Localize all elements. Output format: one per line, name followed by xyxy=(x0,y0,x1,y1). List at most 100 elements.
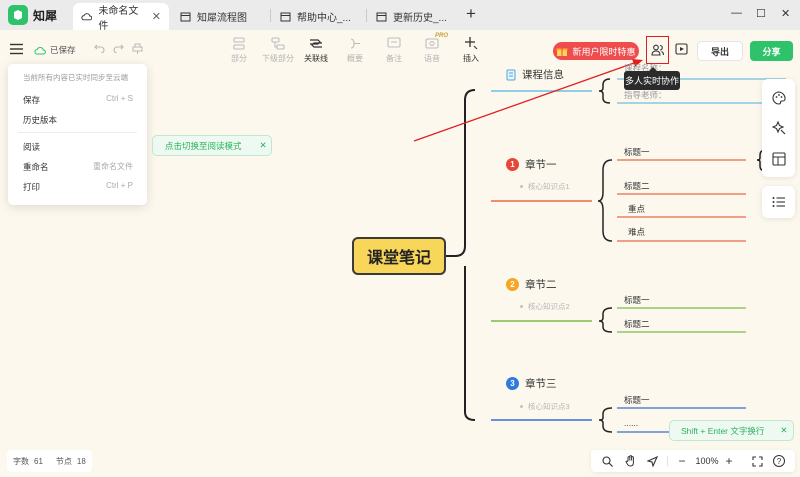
format-painter-icon[interactable] xyxy=(131,42,144,57)
search-icon[interactable] xyxy=(600,454,614,468)
central-topic[interactable]: 课堂笔记 xyxy=(352,237,446,275)
app-logo-icon xyxy=(8,5,28,25)
word-count-value: 61 xyxy=(34,456,43,466)
collaboration-icon xyxy=(651,44,664,56)
brand: 知犀 xyxy=(8,5,57,25)
redo-icon[interactable] xyxy=(113,43,124,56)
menu-icon[interactable] xyxy=(10,43,23,58)
help-button[interactable]: ? xyxy=(772,454,786,468)
cloud-check-icon xyxy=(34,46,46,54)
save-status: 已保存 xyxy=(34,44,76,56)
hand-icon[interactable] xyxy=(623,454,637,468)
layout-icon[interactable] xyxy=(770,150,787,167)
zoom-divider xyxy=(667,456,668,466)
subtopic-button[interactable]: 下级部分 xyxy=(262,37,294,64)
chapter-two-subtitle: 核心知识点2 xyxy=(520,301,570,312)
node-count-value: 18 xyxy=(76,456,86,466)
close-icon[interactable]: ✕ xyxy=(780,425,788,435)
outline-list-icon[interactable] xyxy=(770,193,787,210)
note-icon xyxy=(387,37,401,48)
chapter-two-topic[interactable]: 2 章节二 xyxy=(506,277,557,292)
zoom-level[interactable]: 100% xyxy=(695,456,719,466)
course-name-leaf[interactable]: 课程名称： xyxy=(624,63,667,73)
style-wand-icon[interactable] xyxy=(770,119,787,136)
zoom-in-button[interactable]: + xyxy=(725,454,733,468)
relation-line-button[interactable]: 关联线 xyxy=(300,37,332,64)
menu-item-print[interactable]: 打印 Ctrl + P xyxy=(23,181,133,192)
menu-item-save[interactable]: 保存 Ctrl + S xyxy=(23,94,133,105)
hint-text: Shift + Enter 文字换行 xyxy=(681,425,765,436)
cloud-icon xyxy=(81,13,93,21)
chapter-one-leaf[interactable]: 难点 xyxy=(628,227,646,237)
node-count-label: 节点 xyxy=(55,456,72,466)
document-icon xyxy=(180,12,191,21)
chapter-one-leaf[interactable]: 重点 xyxy=(628,204,646,214)
insert-icon xyxy=(465,37,478,50)
promo-button[interactable]: 新用户限时特惠 xyxy=(553,42,639,60)
chapter-one-leaf[interactable]: 标题二 xyxy=(624,181,650,191)
document-icon xyxy=(376,12,387,21)
menu-divider xyxy=(18,132,137,133)
close-icon[interactable]: ✕ xyxy=(259,140,267,150)
play-icon xyxy=(675,43,688,55)
maximize-button[interactable]: ☐ xyxy=(756,8,766,20)
tab-label: 帮助中心_... xyxy=(297,13,351,24)
chapter-label: 章节三 xyxy=(525,378,557,390)
tab-untitled-file[interactable]: 未命名文件 ✕ xyxy=(73,3,169,32)
chapter-three-leaf[interactable]: ...... xyxy=(624,418,639,428)
export-button[interactable]: 导出 xyxy=(697,41,743,61)
close-window-button[interactable]: ✕ xyxy=(781,8,791,20)
tab-label: 未命名文件 xyxy=(98,5,139,32)
right-tool-panel xyxy=(762,79,795,177)
topic-button[interactable]: 部分 xyxy=(223,37,255,64)
help-icon: ? xyxy=(773,455,785,467)
theme-palette-icon[interactable] xyxy=(770,89,787,106)
relation-line-icon xyxy=(310,39,322,48)
document-stats: 字数 61 节点 18 xyxy=(7,450,92,472)
chapter-two-leaf[interactable]: 标题二 xyxy=(624,319,650,329)
hint-text: 点击切换至阅读模式 xyxy=(165,140,242,151)
pro-badge: PRO xyxy=(434,33,448,39)
voice-icon xyxy=(425,38,439,49)
tab-separator xyxy=(270,9,271,22)
tab-help-center[interactable]: 帮助中心_... xyxy=(272,3,364,30)
chapter-one-leaf[interactable]: 标题一 xyxy=(624,147,650,157)
voice-button[interactable]: PRO 语音 xyxy=(424,33,448,63)
tab-flowchart[interactable]: 知犀流程图 xyxy=(172,3,264,30)
tab-close-icon[interactable]: ✕ xyxy=(151,11,161,23)
promo-label: 新用户限时特惠 xyxy=(572,46,636,57)
pointer-icon[interactable] xyxy=(645,454,659,468)
summary-button[interactable]: 概要 xyxy=(339,37,371,64)
gift-icon xyxy=(556,48,568,56)
new-tab-button[interactable]: + xyxy=(466,4,476,23)
menu-item-read[interactable]: 阅读 xyxy=(23,142,41,152)
undo-icon[interactable] xyxy=(94,43,105,56)
chapter-number-badge: 1 xyxy=(506,158,519,171)
chapter-three-leaf[interactable]: 标题一 xyxy=(624,395,650,405)
collaboration-button[interactable] xyxy=(646,36,669,64)
zoom-out-button[interactable]: − xyxy=(678,454,686,468)
share-button[interactable]: 分享 xyxy=(750,41,793,61)
fullscreen-icon[interactable] xyxy=(750,454,764,468)
menu-item-rename[interactable]: 重命名 重命名文件 xyxy=(23,162,133,172)
note-button[interactable]: 备注 xyxy=(378,37,410,64)
chapter-one-subtitle: 核心知识点1 xyxy=(520,181,570,192)
menu-item-history[interactable]: 历史版本 xyxy=(23,115,58,125)
collaboration-tooltip: 多人实时协作 xyxy=(624,67,680,90)
zoom-bar: − 100% + ? xyxy=(591,450,795,472)
file-menu: 当前所有内容已实时同步至云端 保存 Ctrl + S 历史版本 阅读 重命名 重… xyxy=(8,64,147,205)
tab-update-history[interactable]: 更新历史_... xyxy=(368,3,460,30)
outline-panel xyxy=(762,186,795,218)
sync-note: 当前所有内容已实时同步至云端 xyxy=(23,73,128,82)
insert-button[interactable]: 插入 xyxy=(455,37,487,64)
chapter-one-topic[interactable]: 1 章节一 xyxy=(506,157,557,172)
toolbar: 已保存 部分 下级部分 关联线 概要 备注 PRO 语音 插入 xyxy=(0,30,800,70)
course-info-topic[interactable]: 课程信息 xyxy=(506,67,564,82)
present-button[interactable] xyxy=(675,43,688,58)
chapter-three-topic[interactable]: 3 章节三 xyxy=(506,376,557,391)
chapter-two-leaf[interactable]: 标题一 xyxy=(624,295,650,305)
chapter-label: 章节二 xyxy=(525,279,557,291)
minimize-button[interactable]: — xyxy=(731,7,742,19)
course-teacher-leaf[interactable]: 指导老师： xyxy=(624,90,667,100)
